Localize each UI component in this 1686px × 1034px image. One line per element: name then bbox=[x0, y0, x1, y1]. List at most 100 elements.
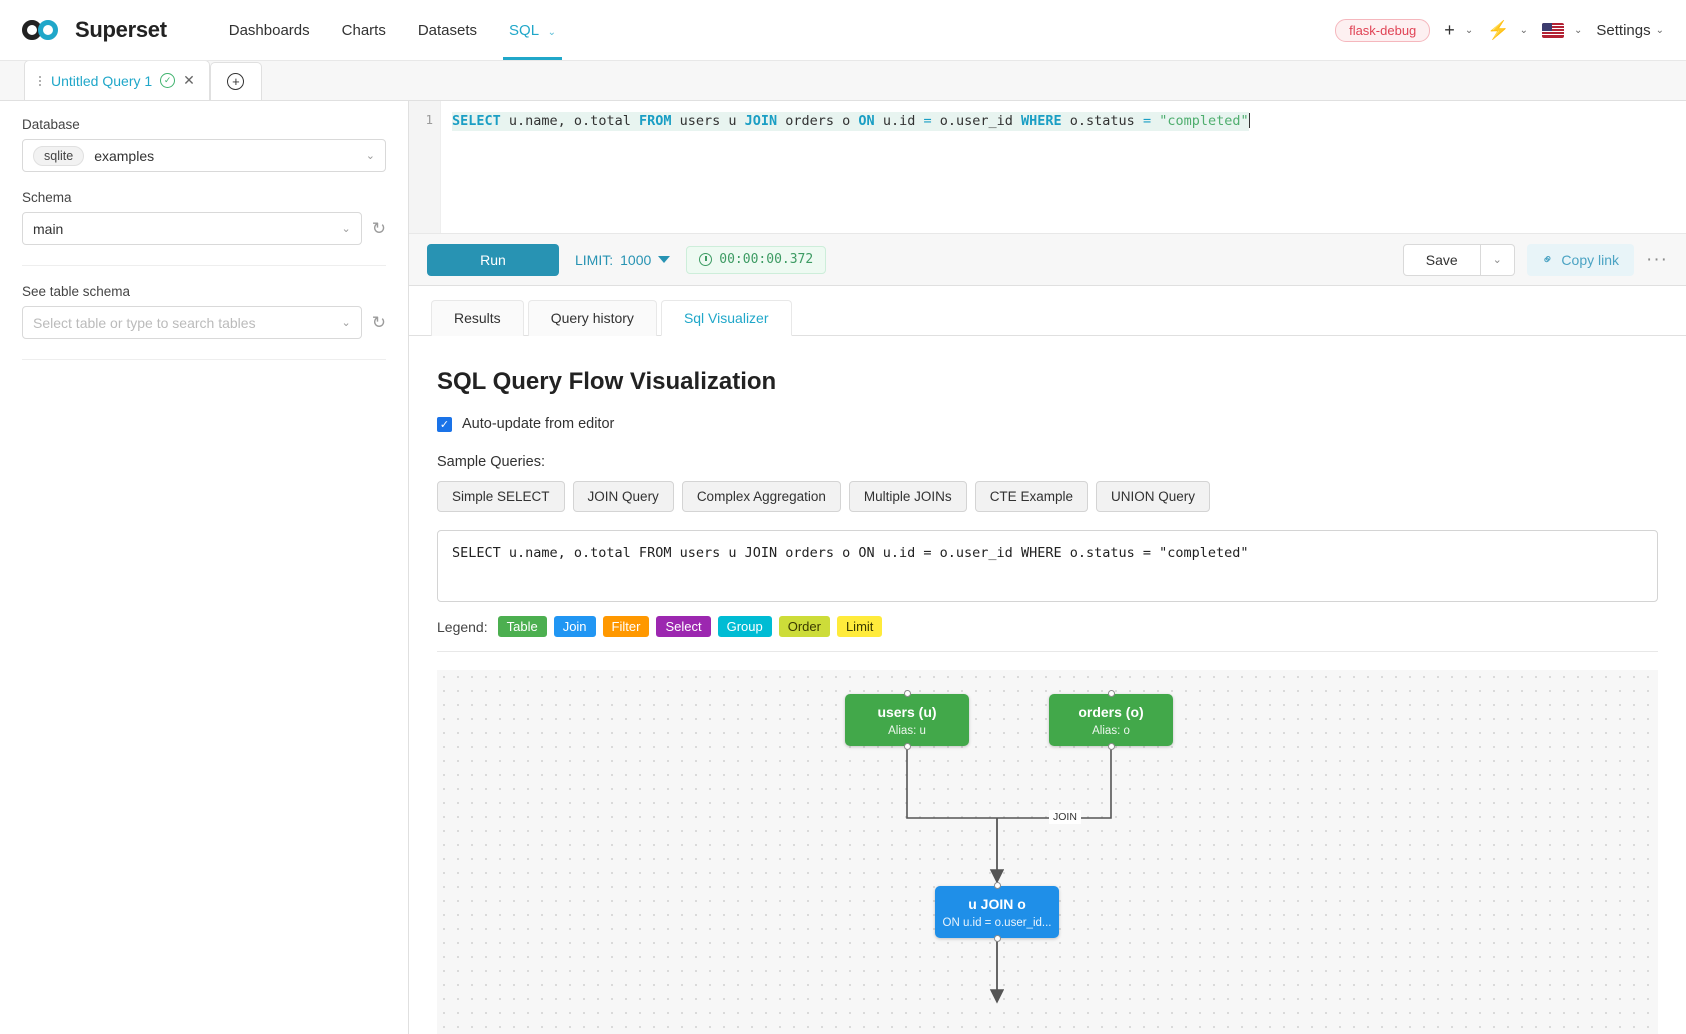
query-tabbar: Untitled Query 1 ✓ ✕ + bbox=[0, 60, 1686, 101]
chevron-down-icon: ⌄ bbox=[365, 150, 375, 162]
nav-item-dashboards-label: Dashboards bbox=[228, 21, 310, 39]
sample-query-button-5[interactable]: UNION Query bbox=[1095, 481, 1210, 512]
table-schema-label: See table schema bbox=[22, 284, 131, 299]
brand-name: Superset bbox=[75, 17, 167, 42]
close-icon[interactable]: ✕ bbox=[183, 72, 195, 88]
sidebar-divider bbox=[22, 265, 386, 266]
flow-node-title: users (u) bbox=[877, 703, 937, 720]
query-tab-label: Untitled Query 1 bbox=[51, 72, 153, 89]
auto-update-checkbox[interactable]: ✓ bbox=[437, 416, 452, 432]
nav-item-charts[interactable]: Charts bbox=[326, 2, 402, 59]
schema-value: main bbox=[33, 220, 64, 237]
page-title: SQL Query Flow Visualization bbox=[437, 368, 777, 395]
sample-query-button-3[interactable]: Multiple JOINs bbox=[848, 481, 967, 512]
flow-node-subtitle: Alias: o bbox=[1092, 724, 1130, 737]
flow-node-port-bottom[interactable] bbox=[903, 743, 911, 750]
more-options-icon[interactable]: ··· bbox=[1646, 248, 1668, 270]
database-select[interactable]: sqlite examples ⌄ bbox=[22, 139, 386, 172]
settings-menu[interactable]: Settings ⌄ bbox=[1596, 22, 1664, 39]
flow-node-port-top[interactable] bbox=[993, 882, 1001, 889]
main-panel: 1 SELECT u.name, o.total FROM users u JO… bbox=[409, 101, 1686, 1034]
auto-update-row: ✓ Auto-update from editor bbox=[437, 416, 1664, 432]
editor-toolbar: Run LIMIT: 1000 00:00:00.372 Save ⌄ ⚭ bbox=[409, 234, 1686, 286]
database-field: Database sqlite examples ⌄ bbox=[22, 117, 386, 172]
sample-queries-label: Sample Queries: bbox=[437, 454, 545, 470]
legend-label: Legend: bbox=[437, 618, 488, 635]
refresh-schema-icon[interactable]: ↻ bbox=[371, 218, 386, 238]
brand-logo-group[interactable]: Superset bbox=[22, 17, 167, 43]
save-button[interactable]: Save bbox=[1402, 243, 1481, 276]
tab-query-history[interactable]: Query history bbox=[527, 300, 657, 336]
schema-field: Schema main ⌄ ↻ bbox=[22, 190, 386, 245]
sql-code-line: SELECT u.name, o.total FROM users u JOIN… bbox=[452, 112, 1249, 131]
nav-item-dashboards[interactable]: Dashboards bbox=[213, 2, 326, 59]
schema-select[interactable]: main ⌄ bbox=[22, 212, 362, 245]
auto-update-label: Auto-update from editor bbox=[462, 416, 615, 432]
chevron-down-icon: ⌄ bbox=[1574, 24, 1583, 36]
refresh-tables-icon[interactable]: ↻ bbox=[371, 312, 386, 332]
chevron-down-icon: ⌄ bbox=[1655, 24, 1664, 36]
plus-circle-icon: + bbox=[227, 73, 245, 90]
flow-node-port-bottom[interactable] bbox=[1107, 743, 1115, 750]
query-timer-value: 00:00:00.372 bbox=[719, 252, 814, 267]
flow-node-users[interactable]: users (u) Alias: u bbox=[845, 690, 969, 750]
copy-link-button[interactable]: ⚭ Copy link bbox=[1526, 243, 1635, 276]
add-query-tab-button[interactable]: + bbox=[209, 62, 262, 100]
database-label: Database bbox=[22, 117, 80, 132]
result-tabs: Results Query history Sql Visualizer bbox=[409, 286, 1686, 336]
nav-item-sql[interactable]: SQL ⌄ bbox=[493, 2, 572, 60]
flow-node-port-top[interactable] bbox=[1107, 690, 1115, 697]
main-nav: Dashboards Charts Datasets SQL ⌄ bbox=[213, 2, 572, 60]
nav-item-datasets[interactable]: Datasets bbox=[402, 2, 493, 59]
sql-editor[interactable]: 1 SELECT u.name, o.total FROM users u JO… bbox=[409, 101, 1686, 234]
sample-query-button-0[interactable]: Simple SELECT bbox=[437, 481, 565, 512]
tab-results[interactable]: Results bbox=[431, 300, 524, 336]
chevron-down-icon bbox=[658, 256, 671, 263]
limit-label: LIMIT: bbox=[575, 251, 614, 268]
legend-chip-filter: Filter bbox=[602, 616, 650, 637]
editor-gutter: 1 bbox=[409, 101, 441, 233]
sql-input-textarea[interactable] bbox=[437, 530, 1658, 602]
us-flag-icon bbox=[1542, 22, 1565, 38]
new-item-menu[interactable]: + ⌄ bbox=[1444, 20, 1473, 41]
limit-value: 1000 bbox=[620, 251, 652, 268]
legend-chip-table: Table bbox=[497, 616, 547, 637]
chevron-down-icon: ⌄ bbox=[1464, 24, 1474, 36]
nav-item-datasets-label: Datasets bbox=[417, 21, 478, 39]
table-schema-field: See table schema Select table or type to… bbox=[22, 284, 386, 339]
flow-node-subtitle: Alias: u bbox=[888, 724, 926, 737]
sidebar-divider-2 bbox=[22, 359, 386, 360]
sample-query-button-4[interactable]: CTE Example bbox=[974, 481, 1088, 512]
drag-handle-icon[interactable] bbox=[39, 75, 41, 86]
schema-label: Schema bbox=[22, 190, 72, 205]
editor-code-area[interactable]: SELECT u.name, o.total FROM users u JOIN… bbox=[441, 101, 1686, 233]
limit-dropdown[interactable]: LIMIT: 1000 bbox=[575, 251, 671, 268]
language-menu[interactable]: ⌄ bbox=[1542, 22, 1583, 38]
bolt-menu[interactable]: ⚡ ⌄ bbox=[1487, 20, 1528, 41]
tab-sql-visualizer[interactable]: Sql Visualizer bbox=[660, 300, 792, 336]
chevron-down-icon: ⌄ bbox=[547, 26, 557, 38]
sample-query-button-2[interactable]: Complex Aggregation bbox=[681, 481, 841, 512]
nav-item-sql-label: SQL bbox=[509, 21, 539, 39]
left-sidebar: Database sqlite examples ⌄ Schema main ⌄… bbox=[0, 101, 409, 1034]
flow-node-orders[interactable]: orders (o)Alias: o bbox=[1049, 690, 1173, 750]
database-value: examples bbox=[94, 147, 155, 164]
run-button[interactable]: Run bbox=[427, 243, 559, 276]
query-tab-untitled-1[interactable]: Untitled Query 1 ✓ ✕ bbox=[24, 60, 210, 100]
plus-icon: + bbox=[1444, 19, 1455, 40]
settings-label: Settings bbox=[1596, 21, 1651, 39]
sample-query-button-1[interactable]: JOIN Query bbox=[572, 481, 674, 512]
flow-node-port-bottom[interactable] bbox=[993, 935, 1001, 942]
table-placeholder: Select table or type to search tables bbox=[33, 314, 256, 331]
table-select[interactable]: Select table or type to search tables ⌄ bbox=[22, 306, 362, 339]
save-dropdown-button[interactable]: ⌄ bbox=[1480, 243, 1515, 276]
nav-right-group: flask-debug + ⌄ ⚡ ⌄ ⌄ Settings ⌄ bbox=[1335, 18, 1664, 42]
clock-icon bbox=[699, 253, 713, 266]
nav-item-charts-label: Charts bbox=[341, 21, 386, 39]
flow-node-port-top[interactable] bbox=[903, 690, 911, 697]
chevron-down-icon: ⌄ bbox=[1519, 24, 1529, 36]
